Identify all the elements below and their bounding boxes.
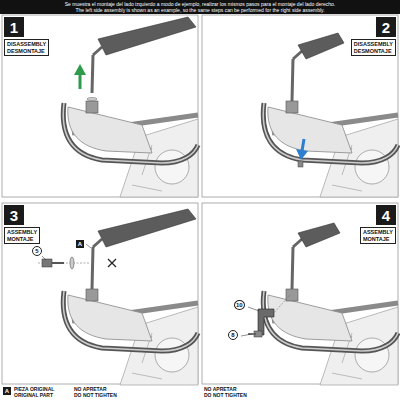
note-label: DO NOT TIGHTEN <box>74 392 117 398</box>
step-heading: DISASSEMBLYDESMONTAJE <box>4 39 49 56</box>
panel-frame <box>202 15 398 197</box>
node-text: Se muestra el montaje del lado izquierdo… <box>2 1 398 7</box>
node-text: 1 <box>10 19 18 36</box>
direction-arrow <box>296 149 308 160</box>
cross-mark <box>108 259 116 267</box>
panel-frame <box>2 15 198 197</box>
note-label: NO APRETAR <box>204 386 237 392</box>
callout-number: 8 <box>228 330 238 340</box>
step-illustration <box>241 223 398 385</box>
note-label: NO APRETAR <box>74 386 107 392</box>
step-heading: ASSEMBLYMONTAJE <box>360 227 396 244</box>
instruction-banner: Se muestra el montaje del lado izquierdo… <box>0 0 400 14</box>
callout-number: 5 <box>32 246 42 256</box>
node-text: 8 <box>230 331 236 340</box>
callout-number: 10 <box>234 300 245 310</box>
node-text: DISASSEMBLY <box>7 41 46 48</box>
part-letter: A <box>3 387 11 395</box>
panel-frame <box>202 203 398 384</box>
step-number: 2 <box>376 17 396 37</box>
node-text: A <box>4 387 10 395</box>
node-text: 10 <box>236 301 243 310</box>
node-text: ASSEMBLY <box>363 229 393 236</box>
node-text: 4 <box>382 207 390 224</box>
step-illustration <box>263 33 398 197</box>
node-text: DISASSEMBLY <box>354 41 393 48</box>
note-label: PIEZA ORIGINAL <box>14 386 54 392</box>
note-label: ORIGINAL PART <box>14 392 53 398</box>
part-letter: A <box>76 240 84 248</box>
step-number: 4 <box>376 205 396 225</box>
node-text: 3 <box>10 207 18 224</box>
node-text: 2 <box>382 19 390 36</box>
step-number: 3 <box>4 205 24 225</box>
node-text: 5 <box>34 247 40 256</box>
node-text: The left side assembly is shown as an ex… <box>2 7 398 13</box>
node-text: A <box>77 240 83 248</box>
panel-frame <box>2 203 198 384</box>
direction-arrow <box>74 64 86 75</box>
step-illustration <box>38 209 198 385</box>
node-text: MONTAJE <box>7 236 37 243</box>
step-illustration <box>63 17 198 197</box>
step-heading: ASSEMBLYMONTAJE <box>4 227 40 244</box>
node-text: MONTAJE <box>363 236 393 243</box>
node-text: DESMONTAJE <box>7 48 46 55</box>
node-text: ASSEMBLY <box>7 229 37 236</box>
step-number: 1 <box>4 17 24 37</box>
node-text: DESMONTAJE <box>354 48 393 55</box>
step-heading: DISASSEMBLYDESMONTAJE <box>351 39 396 56</box>
note-label: DO NOT TIGHTEN <box>204 392 247 398</box>
